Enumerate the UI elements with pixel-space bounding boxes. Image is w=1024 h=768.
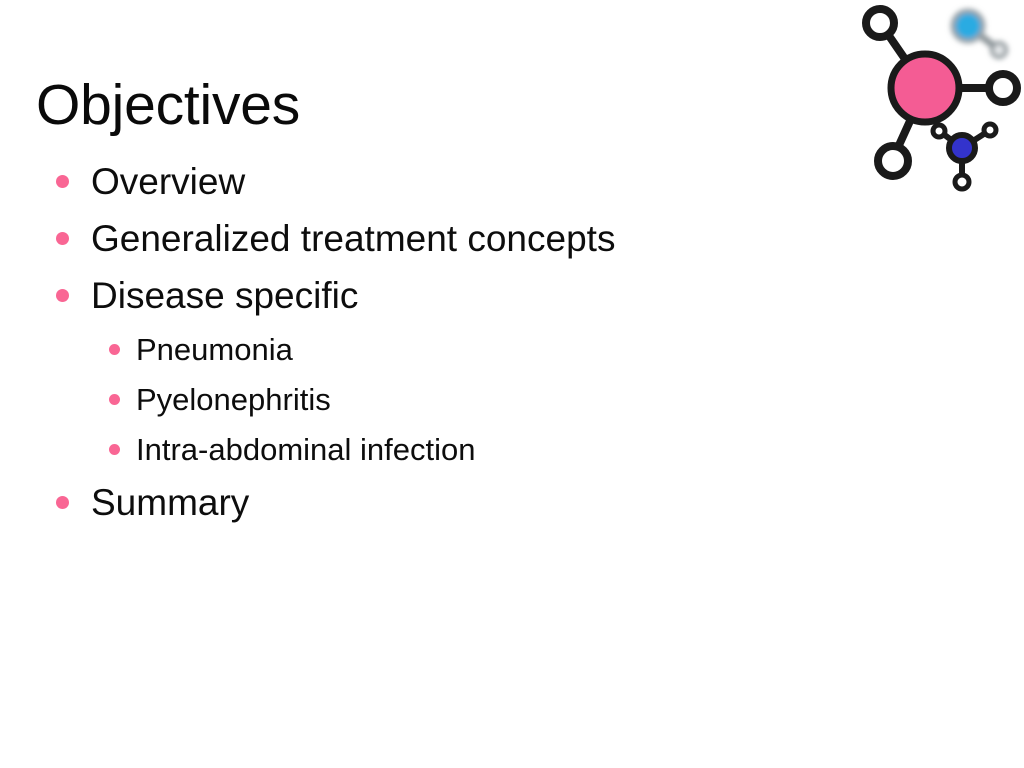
sub-list-item-label: Pneumonia (136, 332, 293, 367)
bullet-dot-icon (109, 344, 120, 355)
blue-satellite-molecule (930, 121, 999, 192)
pink-central-atom (887, 50, 963, 126)
bullet-dot-icon (56, 496, 69, 509)
hollow-atom-right (985, 70, 1021, 106)
sub-list-item-label: Intra-abdominal infection (136, 432, 476, 467)
list-item-label: Summary (91, 482, 250, 523)
bullet-dot-icon (109, 444, 120, 455)
list-item: Summary (56, 481, 876, 525)
page-title: Objectives (36, 73, 301, 138)
sub-list-item-label: Pyelonephritis (136, 382, 331, 417)
bullet-dot-icon (56, 175, 69, 188)
bullet-dot-icon (109, 394, 120, 405)
sub-list-item: Pneumonia (56, 331, 876, 369)
hollow-atom-top-left (862, 5, 898, 41)
bullet-dot-icon (56, 232, 69, 245)
sub-list-item: Intra-abdominal infection (56, 431, 876, 469)
cyan-satellite-molecule (950, 8, 1008, 59)
objectives-bullet-list: Overview Generalized treatment concepts … (56, 160, 876, 538)
bullet-dot-icon (56, 289, 69, 302)
molecule-bonds (881, 26, 1000, 158)
sub-list-item: Pyelonephritis (56, 381, 876, 419)
list-item: Disease specific (56, 274, 876, 318)
list-item-label: Overview (91, 161, 246, 202)
hollow-atom-bottom-left (874, 142, 912, 180)
list-item-label: Disease specific (91, 275, 359, 316)
list-item: Overview (56, 160, 876, 204)
list-item: Generalized treatment concepts (56, 217, 876, 261)
list-item-label: Generalized treatment concepts (91, 218, 616, 259)
